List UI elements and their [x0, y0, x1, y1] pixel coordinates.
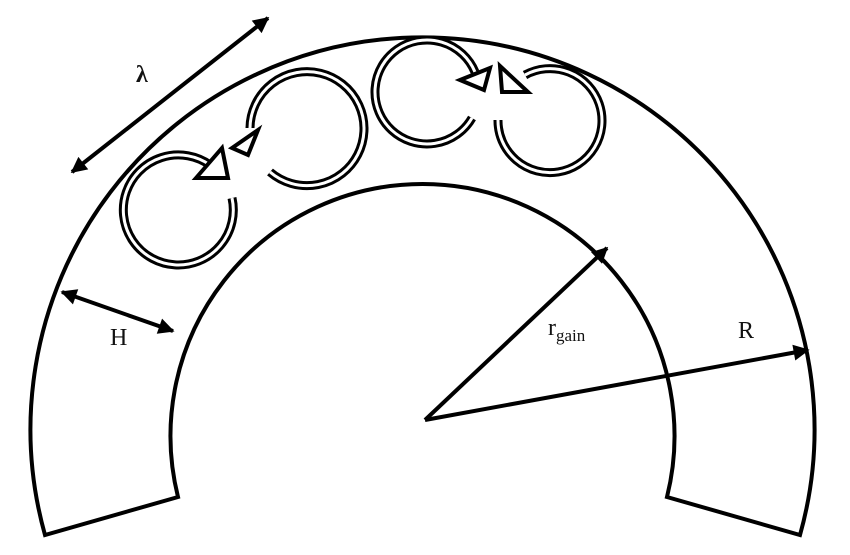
gain-radius-label: rgain — [548, 315, 585, 346]
gain-radius-subscript: gain — [556, 325, 586, 345]
height-label: H — [110, 325, 128, 351]
gain-radius-arrow — [423, 246, 609, 422]
vortex-3-arrowhead — [454, 64, 493, 93]
vortex-2-arrowhead — [227, 124, 263, 158]
vortex-4-arrowhead — [497, 61, 534, 94]
outer-radius-arrow — [424, 344, 810, 422]
wavelength-label: λ — [136, 62, 148, 88]
height-arrow — [60, 289, 175, 334]
wavelength-arrow — [70, 16, 270, 174]
gain-radius-symbol: r — [548, 315, 556, 341]
outer-radius-label: R — [738, 318, 755, 344]
vortex-1-arrowhead — [191, 143, 231, 180]
